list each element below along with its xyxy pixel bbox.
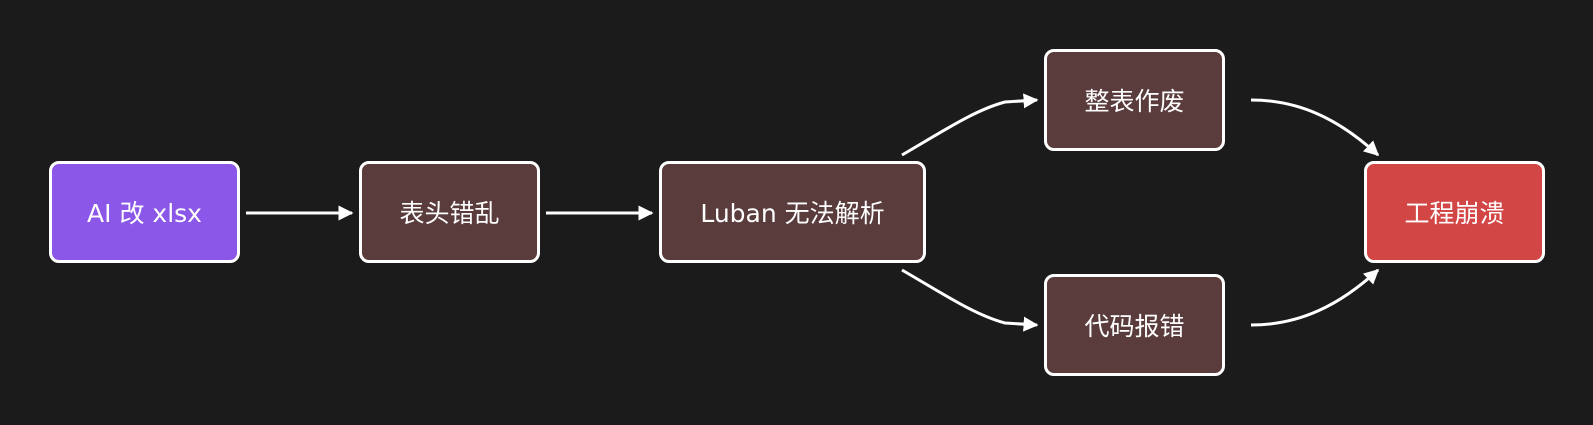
edge-luban-fail-to-sheet-void — [901, 93, 1039, 157]
node-header-chaos: 表头错乱 — [359, 161, 540, 263]
node-label: 表头错乱 — [399, 199, 500, 228]
node-luban-parse-fail: Luban 无法解析 — [659, 161, 926, 263]
node-ai-edit-xlsx: AI 改 xlsx — [49, 161, 240, 263]
node-sheet-void: 整表作废 — [1044, 49, 1225, 151]
edge-code-error-to-project-crash — [1250, 268, 1380, 327]
node-project-crash: 工程崩溃 — [1364, 161, 1545, 263]
node-label: 工程崩溃 — [1404, 199, 1505, 228]
node-label: 整表作废 — [1084, 87, 1185, 116]
edge-luban-fail-to-code-error — [901, 268, 1039, 332]
node-code-error: 代码报错 — [1044, 274, 1225, 376]
edge-sheet-void-to-project-crash — [1250, 98, 1380, 157]
node-label: 代码报错 — [1084, 312, 1185, 341]
node-label: Luban 无法解析 — [700, 199, 885, 228]
node-label: AI 改 xlsx — [87, 199, 202, 228]
